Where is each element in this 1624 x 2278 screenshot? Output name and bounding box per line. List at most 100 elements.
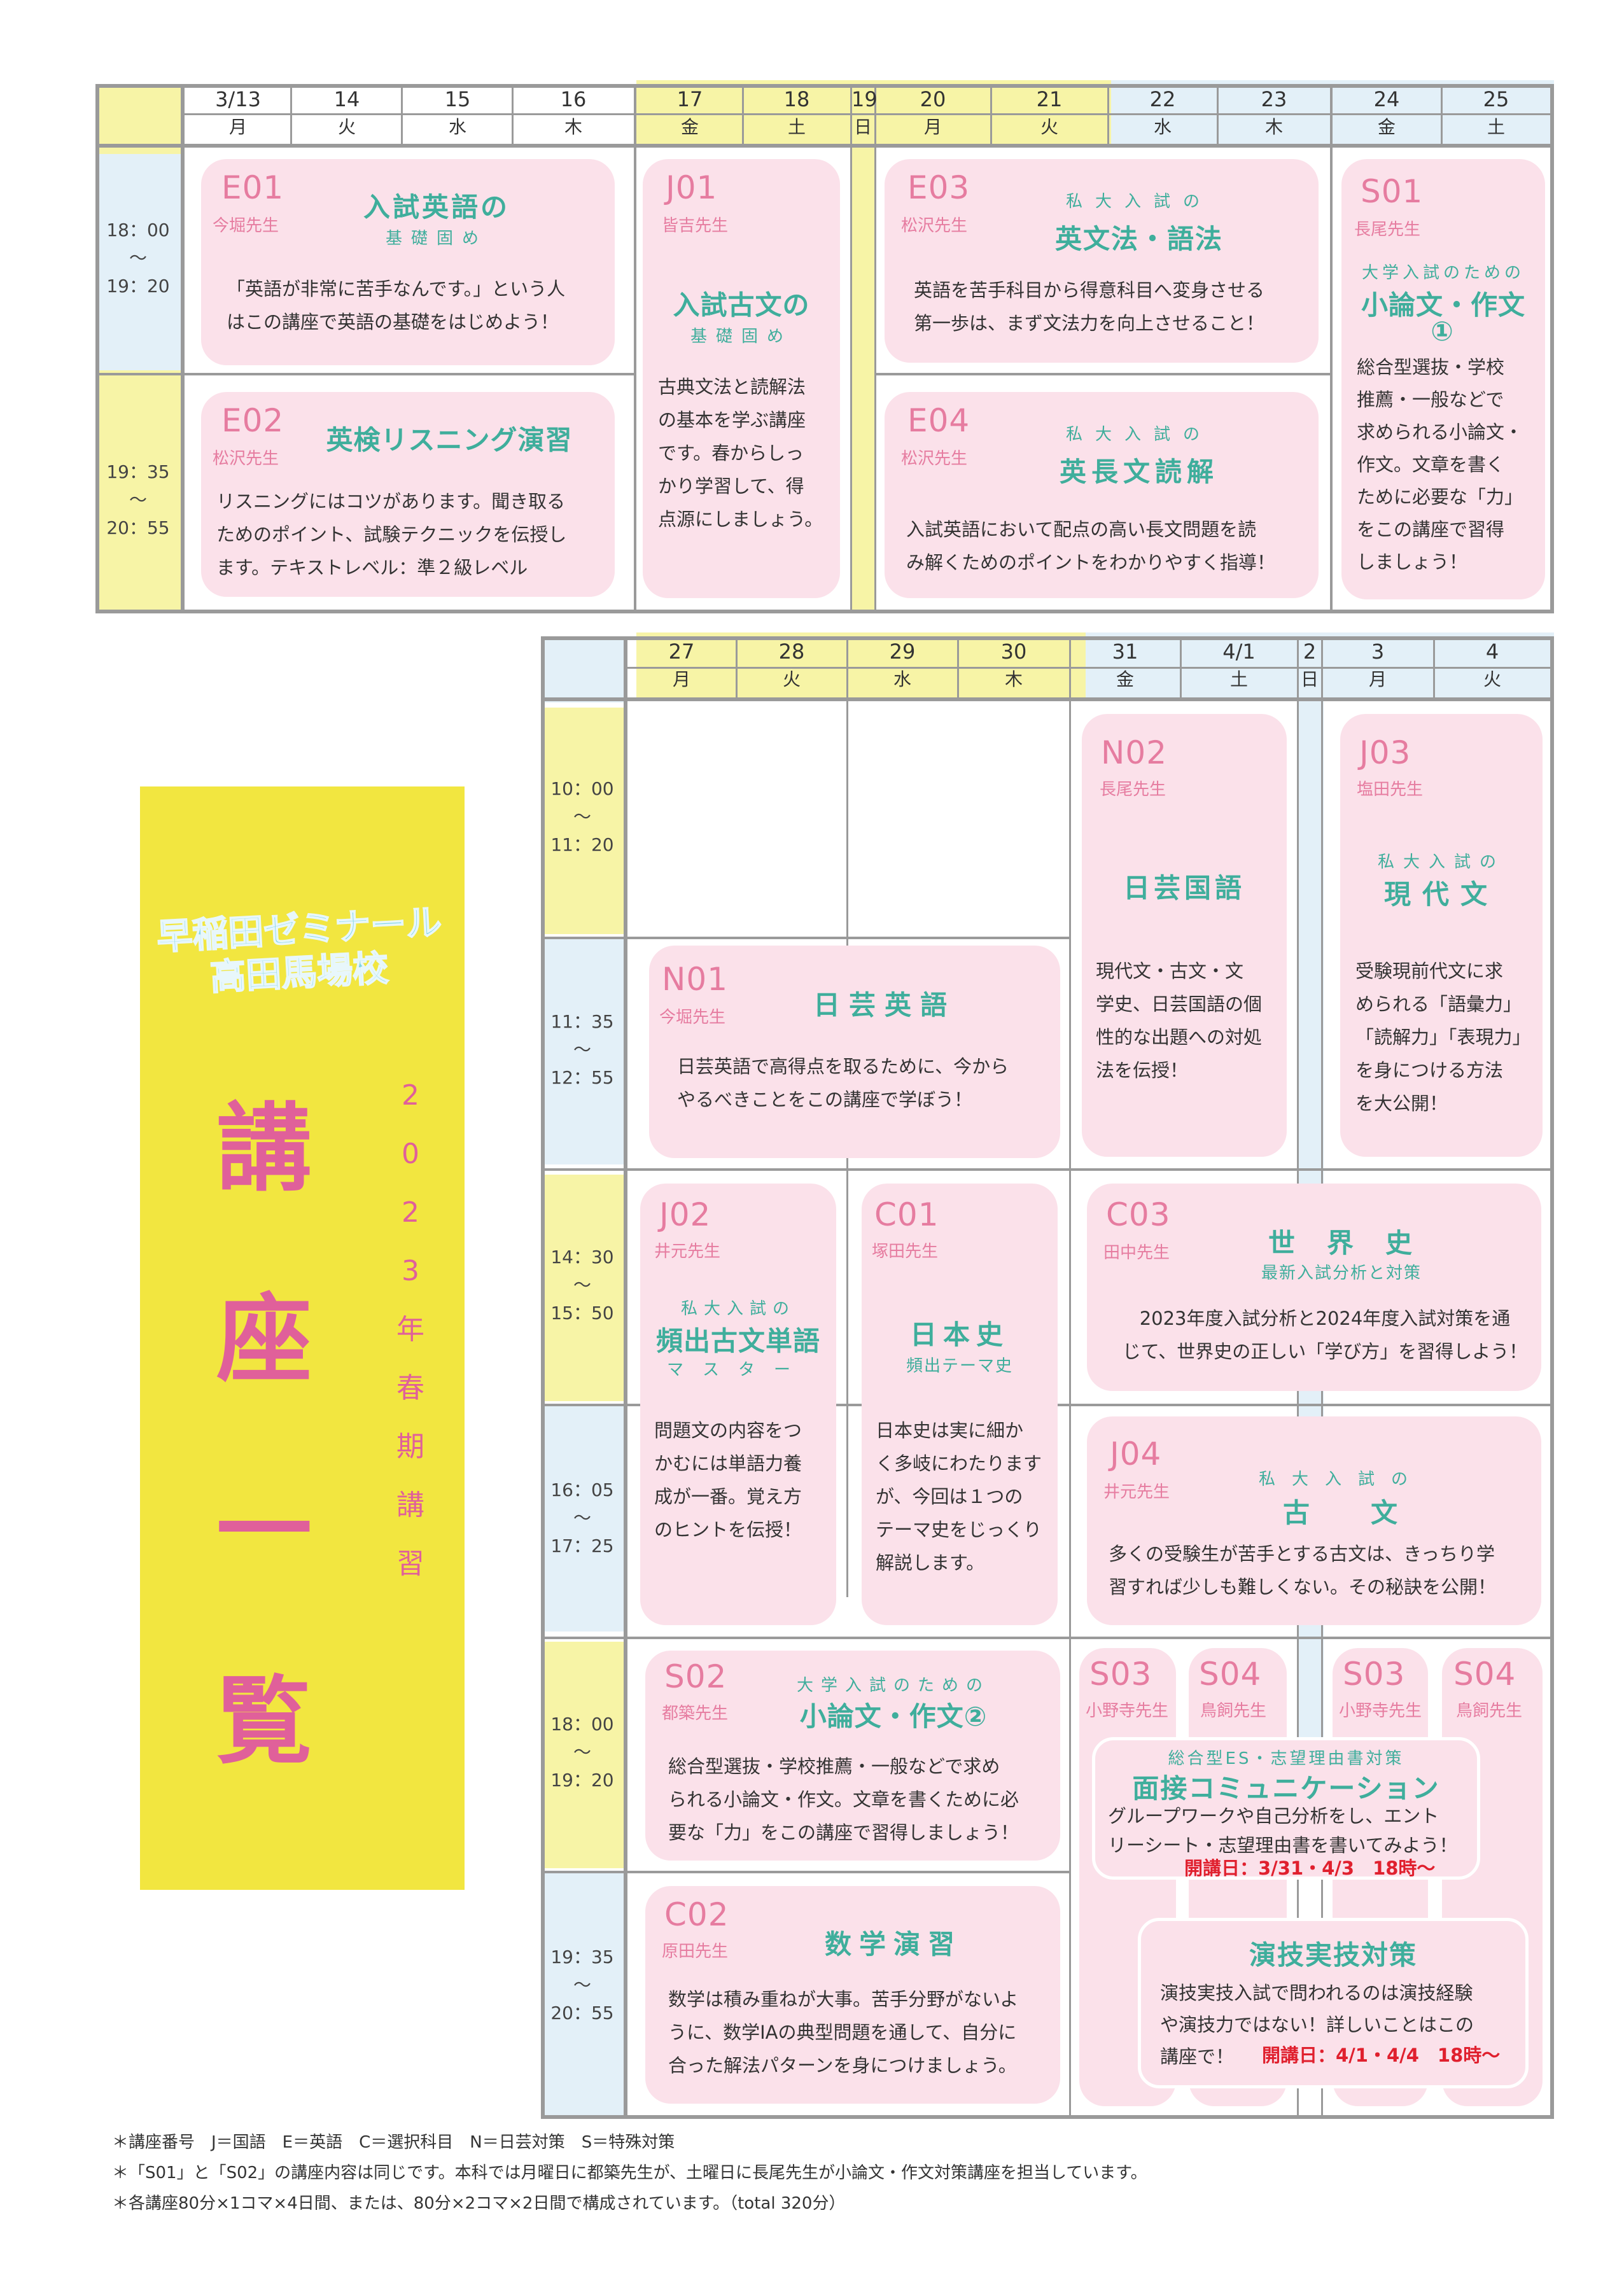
date-label: 2 [1303, 639, 1317, 664]
day-label: 木 [564, 116, 582, 137]
day-label: 月 [228, 116, 247, 137]
course-code: C01 [874, 1196, 939, 1233]
course-card-c02[interactable]: C02 原田先生 数学演習 数学は積み重ねが大事。苦手分野がないよ うに、数学Ⅰ… [645, 1886, 1060, 2104]
course-subtitle: 私大入試の [1065, 425, 1212, 444]
time-slot: 18：00 〜 19：20 [106, 220, 170, 297]
day-label: 水 [893, 669, 911, 690]
date-label: 3 [1371, 639, 1385, 664]
course-teacher: 鳥飼先生 [1200, 1702, 1267, 1721]
day-label: 木 [1004, 669, 1023, 690]
course-card-j04[interactable]: J04 井元先生 私大入試の 古 文 多くの受験生が苦手とする古文は、きっちり学… [1087, 1416, 1541, 1625]
day-label: 土 [787, 116, 806, 137]
day-label: 日 [853, 116, 872, 137]
date-label: 27 [668, 639, 695, 664]
day-label: 金 [1377, 116, 1396, 137]
year-label: 2023年春期講習 [396, 1079, 424, 1580]
course-title: 面接コミュニケーション [1132, 1773, 1440, 1804]
course-code: S04 [1453, 1656, 1516, 1693]
course-description: 総合型選抜・学校 推薦・一般などで 求められる小論文・ 作文。文章を書く ために… [1357, 356, 1523, 573]
day-label: 火 [782, 669, 801, 690]
course-title: 英検リスニング演習 [326, 424, 573, 456]
main-title: 講座一覧 [216, 1094, 312, 1777]
course-card-s01[interactable]: S01 長尾先生 大学入試のための 小論文・作文 ① 総合型選抜・学校 推薦・一… [1341, 159, 1545, 599]
footnote: ＊各講座80分×1コマ×4日間、または、80分×2コマ×2日間で構成されています… [112, 2194, 846, 2213]
time-slot: 18：00 〜 19：20 [550, 1714, 614, 1791]
course-subtitle: 私大入試の [680, 1299, 795, 1318]
course-teacher: 井元先生 [1103, 1483, 1170, 1502]
course-title: 日芸英語 [813, 989, 956, 1021]
time-slot: 16：05 〜 17：25 [550, 1479, 614, 1556]
course-card-e01[interactable]: E01 今堀先生 入試英語の 基礎固め 「英語が非常に苦手なんです。」という人 … [201, 159, 615, 365]
course-code: S03 [1089, 1656, 1152, 1693]
date-label: 3/13 [215, 87, 261, 111]
course-card-n02[interactable]: N02 長尾先生 日芸国語 現代文・古文・文 学史、日芸国語の個 性的な出題への… [1082, 714, 1287, 1157]
course-description: 英語を苦手科目から得意科目へ変身させる 第一歩は、まず文法力を向上させること！ [914, 279, 1265, 334]
date-label: 4 [1485, 639, 1499, 664]
course-teacher: 原田先生 [662, 1942, 729, 1961]
day-label: 日 [1300, 669, 1319, 690]
course-card-j03[interactable]: J03 塩田先生 私大入試の 現代文 受験現前代文に求 められる「語彙力」 「読… [1340, 714, 1543, 1157]
day-label: 土 [1229, 669, 1248, 690]
day-label: 火 [1040, 116, 1058, 137]
course-teacher: 田中先生 [1103, 1243, 1170, 1262]
course-description: 日芸英語で高得点を取るために、今から やるべきことをこの講座で学ぼう！ [677, 1056, 1009, 1110]
course-code: J02 [659, 1196, 711, 1233]
date-label: 22 [1149, 87, 1176, 111]
course-card-engi[interactable]: 演技実技対策 演技実技入試で問われるのは演技経験 や演技力ではない！詳しいことは… [1138, 1918, 1529, 2088]
course-description: 演技実技入試で問われるのは演技経験 や演技力ではない！詳しいことはこの 講座で！ [1160, 1982, 1474, 2067]
day-label: 土 [1487, 116, 1505, 137]
date-label: 23 [1261, 87, 1287, 111]
course-number: ① [1431, 316, 1456, 347]
course-card-c03[interactable]: C03 田中先生 世 界 史 最新入試分析と対策 2023年度入試分析と2024… [1087, 1184, 1541, 1391]
course-card-e03[interactable]: E03 松沢先生 私大入試の 英文法・語法 英語を苦手科目から得意科目へ変身させ… [885, 159, 1319, 363]
date-label: 20 [920, 87, 946, 111]
course-teacher: 皆吉先生 [662, 216, 729, 235]
course-description: リスニングにはコツがあります。聞き取る ためのポイント、試験テクニックを伝授し … [216, 491, 567, 578]
course-card-c01[interactable]: C01 塚田先生 日本史 頻出テーマ史 日本史は実に細か く多岐にわたります が… [862, 1184, 1058, 1625]
course-code: C02 [664, 1896, 729, 1933]
course-teacher: 長尾先生 [1354, 220, 1421, 239]
course-card-mensetsu[interactable]: 総合型ES・志望理由書対策 面接コミュニケーション グループワークや自己分析をし… [1092, 1737, 1480, 1880]
course-title: 日本史 [909, 1319, 1009, 1350]
course-title: 数学演習 [824, 1929, 962, 1960]
course-card-s02[interactable]: S02 都築先生 大学入試のための 小論文・作文② 総合型選抜・学校推薦・一般な… [645, 1651, 1060, 1861]
course-code: C03 [1106, 1196, 1171, 1233]
time-slot: 11：35 〜 12：55 [550, 1011, 614, 1088]
course-card-e04[interactable]: E04 松沢先生 私大入試の 英長文読解 入試英語において配点の高い長文問題を読… [885, 392, 1319, 598]
date-label: 16 [560, 87, 587, 111]
course-code: E01 [221, 169, 284, 206]
date-label: 25 [1483, 87, 1509, 111]
course-teacher: 松沢先生 [901, 216, 968, 235]
course-description: 多くの受験生が苦手とする古文は、きっちり学 習すれば少しも難しくない。その秘訣を… [1109, 1543, 1497, 1598]
footnote: ＊講座番号 J＝国語 E＝英語 C＝選択科目 N＝日芸対策 S＝特殊対策 [112, 2133, 675, 2152]
date-label: 4/1 [1222, 639, 1256, 664]
course-teacher: 今堀先生 [213, 216, 279, 235]
date-label: 30 [1000, 639, 1027, 664]
course-card-j01[interactable]: J01 皆吉先生 入試古文の 基礎固め 古典文法と読解法 の基本を学ぶ講座 です… [643, 159, 840, 598]
course-subtitle: 大学入試のための [796, 1676, 990, 1695]
course-subtitle: 私大入試の [1258, 1470, 1424, 1489]
course-code: E02 [221, 402, 284, 439]
course-code: S04 [1199, 1656, 1262, 1693]
course-description: 現代文・古文・文 学史、日芸国語の個 性的な出題への対処 法を伝授！ [1096, 960, 1263, 1081]
course-card-e02[interactable]: E02 松沢先生 英検リスニング演習 リスニングにはコツがあります。聞き取る た… [201, 392, 615, 597]
course-title: 英文法・語法 [1054, 223, 1223, 255]
course-code: N02 [1101, 734, 1168, 771]
course-card-j02[interactable]: J02 井元先生 私大入試の 頻出古文単語 マスター 問題文の内容をつ かむには… [640, 1184, 836, 1625]
date-label: 14 [333, 87, 360, 111]
course-title: 古 文 [1282, 1497, 1400, 1528]
course-subtitle-2: マスター [666, 1360, 809, 1380]
date-label: 15 [444, 87, 471, 111]
course-subtitle: 私大入試の [1377, 853, 1505, 872]
day-label: 月 [1368, 669, 1387, 690]
course-code: E03 [907, 169, 970, 206]
course-title: 小論文・作文② [799, 1701, 988, 1732]
course-description: 「英語が非常に苦手なんです。」という人 はこの講座で英語の基礎をはじめよう！ [227, 278, 566, 333]
course-description: 2023年度入試分析と2024年度入試対策を通 じて、世界史の正しい「学び方」を… [1122, 1308, 1528, 1362]
course-title: 日芸国語 [1123, 872, 1245, 904]
course-card-n01[interactable]: N01 今堀先生 日芸英語 日芸英語で高得点を取るために、今から やるべきことを… [649, 946, 1060, 1158]
course-title: 頻出古文単語 [655, 1325, 820, 1357]
course-description: 日本史は実に細か く多岐にわたります が、今回は１つの テーマ史をじっくり 解説… [876, 1420, 1042, 1574]
day-label: 水 [448, 116, 466, 137]
day-label: 木 [1264, 116, 1283, 137]
